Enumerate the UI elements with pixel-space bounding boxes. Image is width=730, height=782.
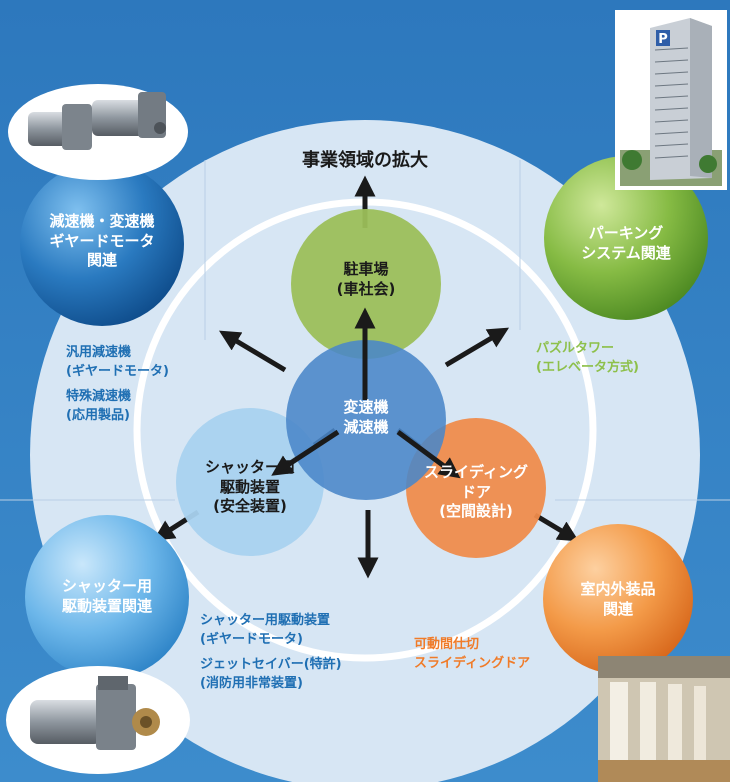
svg-text:P: P (658, 32, 668, 47)
circle-parking (291, 209, 441, 359)
circle-shutter (176, 408, 324, 556)
parking-tower-icon: P (615, 10, 727, 190)
gear-motor-icon (8, 84, 188, 180)
label-interior: 室内外装品 関連 (580, 580, 656, 618)
label-center: 変速機 減速機 (343, 398, 389, 436)
parking-products: パズルタワー (エレベータ方式) (536, 341, 639, 375)
label-sliding: スライディング ドア (空間設計) (424, 463, 528, 520)
shutter-motor-icon (6, 666, 190, 774)
arrow-upleft (218, 330, 287, 373)
sphere-parking-system (544, 156, 708, 320)
sphere-reducer (20, 162, 184, 326)
label-shutter-drive: シャッター用 駆動装置関連 (61, 577, 152, 615)
reducer-products: 汎用減速機 (ギヤードモータ) 特殊減速機 (応用製品) (66, 345, 169, 423)
label-parking-system: パーキング システム関連 (581, 224, 671, 262)
circle-sliding (406, 418, 546, 558)
arrow-upright (444, 327, 510, 368)
sphere-interior (543, 524, 693, 674)
shutter-products: シャッター用駆動装置 (ギヤードモータ) ジェットセイバー(特許) (消防用非常… (200, 613, 342, 691)
arrow-downright (533, 512, 580, 542)
partition-hall-icon (598, 656, 730, 782)
sphere-shutter-drive (25, 515, 189, 679)
label-parking: 駐車場 (車社会) (336, 260, 396, 298)
diagram-title: 事業領域の拡大 (302, 150, 428, 171)
sliding-products: 可動間仕切 スライディングドア (414, 637, 531, 671)
label-shutter: シャッター用 駆動装置 (安全装置) (204, 458, 295, 515)
label-reducer: 減速機・変速機 ギヤードモータ 関連 (49, 212, 155, 269)
guide-lines (0, 160, 730, 501)
circle-center (286, 340, 446, 500)
